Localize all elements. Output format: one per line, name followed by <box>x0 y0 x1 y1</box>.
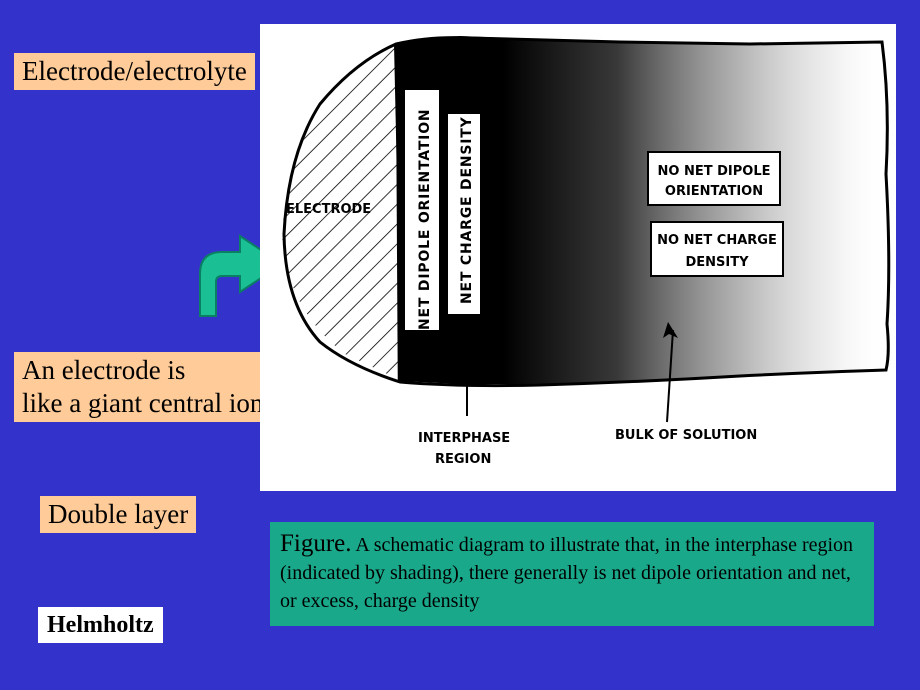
net-charge-text: NET CHARGE DENSITY <box>459 116 475 304</box>
helmholtz-label: Helmholtz <box>38 607 163 643</box>
helmholtz-text: Helmholtz <box>47 612 154 638</box>
figure-caption: Figure. A schematic diagram to illustrat… <box>270 522 874 626</box>
interphase-line2: REGION <box>435 452 491 467</box>
giant-ion-label: An electrode is like a giant central ion <box>14 352 272 422</box>
no-net-charge-box <box>650 221 784 277</box>
caption-head: Figure. <box>280 530 352 557</box>
diagram-panel: NET DIPOLE ORIENTATION NET CHARGE DENSIT… <box>260 24 896 491</box>
interphase-line1: INTERPHASE <box>418 431 510 446</box>
electrode-boundary <box>395 45 401 382</box>
giant-ion-line1: An electrode is <box>22 355 186 385</box>
no-net-dipole-line2: ORIENTATION <box>665 184 763 199</box>
caption-body: A schematic diagram to illustrate that, … <box>280 534 854 612</box>
net-dipole-box <box>405 90 439 330</box>
no-net-dipole-box <box>647 151 781 206</box>
net-charge-box <box>448 114 480 314</box>
interphase-shading <box>394 36 889 384</box>
electrode-electrolyte-text: Electrode/electrolyte <box>22 56 247 86</box>
bulk-pointer <box>666 329 674 423</box>
bulk-text: BULK OF SOLUTION <box>615 428 757 443</box>
bulk-arrowhead <box>663 322 678 338</box>
giant-ion-line2: like a giant central ion <box>22 388 264 418</box>
no-net-dipole-line1: NO NET DIPOLE <box>658 164 771 179</box>
double-layer-text: Double layer <box>48 499 189 529</box>
electrode-electrolyte-label: Electrode/electrolyte <box>14 53 255 90</box>
double-layer-label: Double layer <box>40 496 197 533</box>
no-net-charge-line2: DENSITY <box>685 255 749 270</box>
no-net-charge-line1: NO NET CHARGE <box>657 233 777 248</box>
outline <box>282 36 891 388</box>
net-dipole-text: NET DIPOLE ORIENTATION <box>417 109 433 330</box>
electrode-text: ELECTRODE <box>286 202 371 217</box>
interphase-diagram: NET DIPOLE ORIENTATION NET CHARGE DENSIT… <box>282 36 891 467</box>
